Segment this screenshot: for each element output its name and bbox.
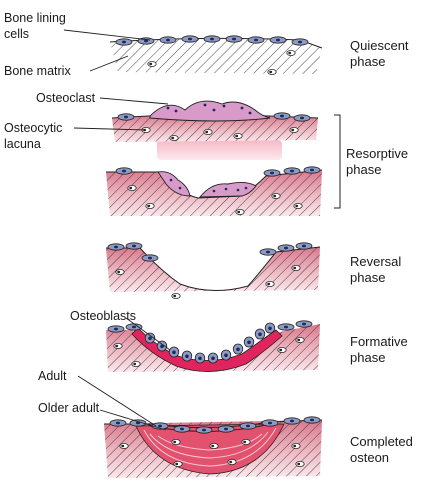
resorptive-bone-section-2 xyxy=(106,166,323,216)
phase-formative-2: phase xyxy=(350,350,385,365)
label-bone-lining-cells-2: cells xyxy=(4,27,29,41)
phase-completed-2: osteon xyxy=(350,450,389,465)
completed-osteon-section xyxy=(104,416,323,478)
label-bone-matrix: Bone matrix xyxy=(4,64,71,78)
phase-reversal-1: Reversal xyxy=(350,254,401,269)
label-older-adult: Older adult xyxy=(38,401,100,415)
label-osteocytic-lacuna-1: Osteocytic xyxy=(4,121,62,135)
osteoclast xyxy=(149,100,271,122)
label-bone-lining-cells-1: Bone lining xyxy=(4,11,66,25)
osteon-lamellae xyxy=(135,423,285,475)
phase-resorptive-2: phase xyxy=(346,162,381,177)
label-adult: Adult xyxy=(38,369,67,383)
phase-quiescent-2: phase xyxy=(350,54,385,69)
phase-quiescent-1: Quiescent xyxy=(350,38,409,53)
phase-formative-1: Formative xyxy=(350,334,408,349)
phase-resorptive-1: Resorptive xyxy=(346,146,408,161)
label-osteoclast: Osteoclast xyxy=(36,91,96,105)
label-osteocytic-lacuna-2: lacuna xyxy=(4,137,41,151)
quiescent-bone-section xyxy=(109,35,323,76)
resorptive-bone-section-1 xyxy=(111,100,319,160)
leader-lines xyxy=(63,29,171,431)
formative-bone-section xyxy=(106,320,320,372)
new-osteoid-layer xyxy=(131,327,283,372)
phase-reversal-2: phase xyxy=(350,270,385,285)
reversal-bone-section xyxy=(106,242,321,300)
resorptive-bracket xyxy=(334,114,341,209)
label-osteoblasts: Osteoblasts xyxy=(70,309,136,323)
phase-completed-1: Completed xyxy=(350,434,413,449)
